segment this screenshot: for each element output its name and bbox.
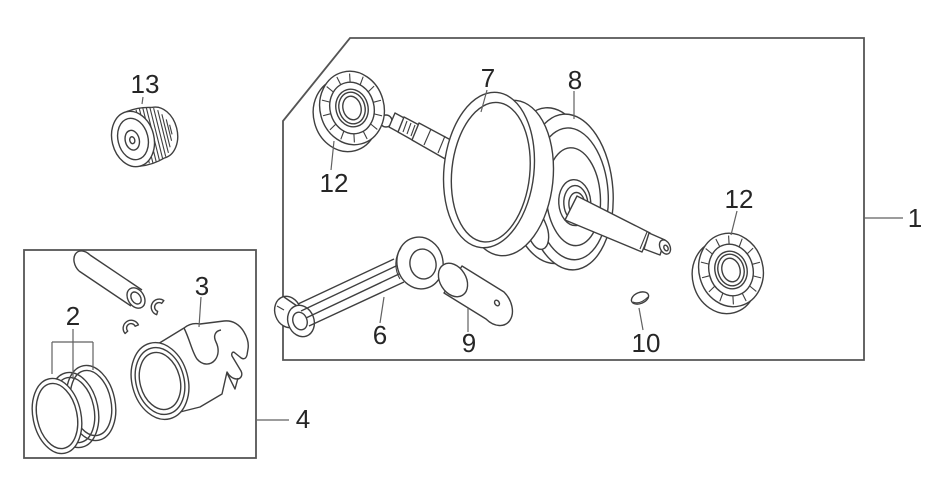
oil-filter-drawing	[110, 106, 179, 168]
connecting-rod-drawing	[273, 236, 444, 338]
crank-pin-drawing	[437, 262, 514, 327]
leader-12-left	[330, 140, 335, 171]
leader-10	[638, 307, 644, 331]
callout-7: 7	[481, 63, 495, 93]
callout-2: 2	[66, 301, 80, 331]
callout-12-right: 12	[725, 184, 754, 214]
piston-ring-set-drawing	[31, 364, 117, 455]
callout-1: 1	[908, 203, 922, 233]
callout-13: 13	[131, 69, 160, 99]
callout-12-left: 12	[320, 168, 349, 198]
crank-web-left-drawing	[442, 91, 555, 257]
piston-pin-drawing	[73, 250, 146, 309]
leader-lines	[51, 89, 903, 421]
callout-labels: 1 2 3 4 6 7 8 9 10 12 12 13	[66, 63, 922, 434]
assembly-box	[282, 37, 865, 361]
circlip-left-drawing	[121, 318, 140, 337]
leader-2-bracket	[51, 329, 94, 379]
callout-3: 3	[195, 271, 209, 301]
piston-kit-box	[23, 249, 257, 459]
crankshaft-right-stub	[564, 195, 672, 256]
leader-12-right	[730, 210, 738, 236]
callout-9: 9	[462, 328, 476, 358]
callout-10: 10	[632, 328, 661, 358]
leader-13	[141, 96, 144, 105]
callout-6: 6	[373, 320, 387, 350]
key-drawing	[630, 291, 650, 305]
leader-6	[379, 296, 385, 324]
leader-3	[198, 296, 202, 328]
callout-4: 4	[296, 404, 310, 434]
callout-8: 8	[568, 65, 582, 95]
bearing-right-drawing	[682, 225, 774, 322]
circlip-right-drawing	[148, 296, 169, 317]
leader-7	[480, 89, 488, 113]
piston-drawing	[130, 320, 249, 421]
